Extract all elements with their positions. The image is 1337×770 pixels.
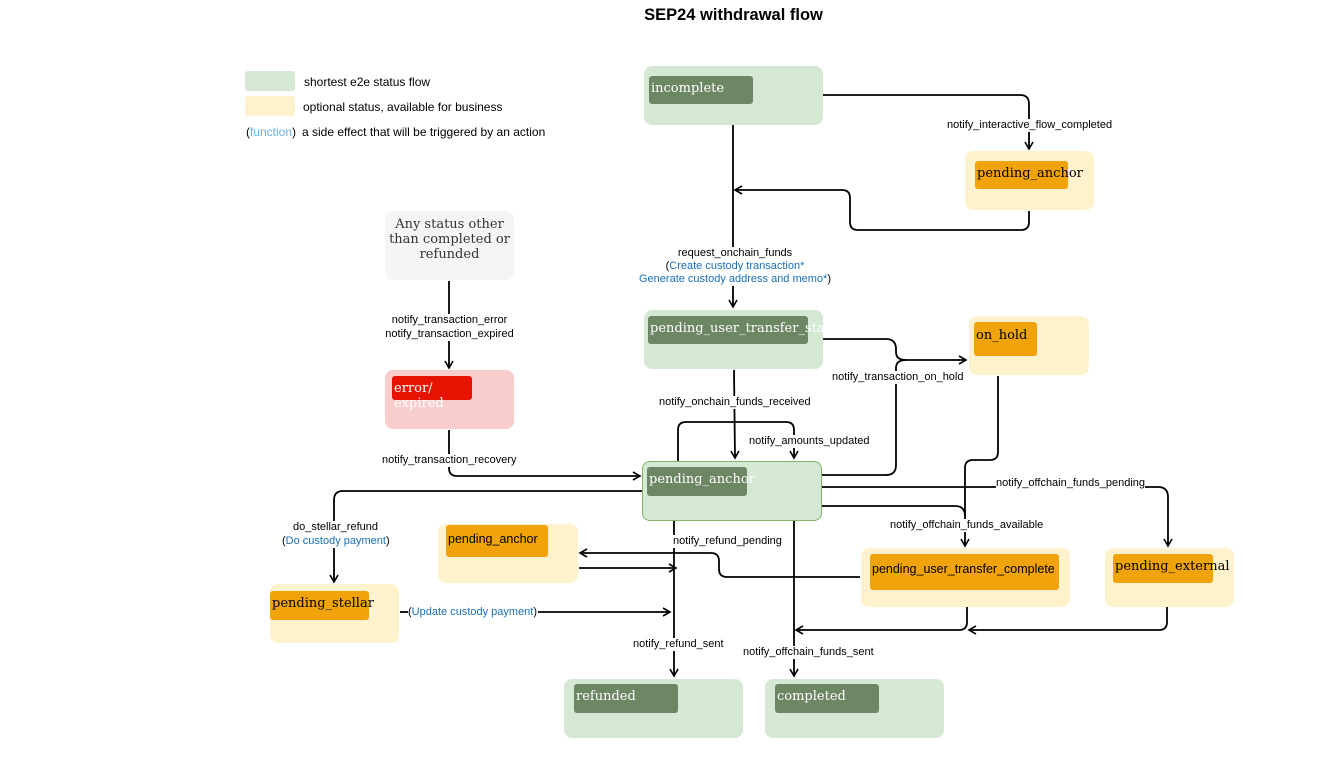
fn-do-custody-payment: Do custody payment bbox=[285, 535, 386, 547]
state-label-pending-external: pending_external bbox=[1113, 554, 1230, 583]
state-label-completed: completed bbox=[775, 684, 879, 713]
paren-open-2: ( bbox=[282, 535, 286, 547]
state-label-pending-anchor-main: pending_anchor bbox=[647, 467, 755, 496]
edge-on-hold-to-put-complete bbox=[964, 376, 999, 516]
legend-swatch-optional bbox=[245, 96, 295, 116]
state-incomplete: incomplete bbox=[644, 66, 823, 125]
label-do-stellar-refund-text: do_stellar_refund bbox=[292, 521, 378, 533]
label-create-custody-line: (Create custody transaction* bbox=[639, 260, 831, 273]
diagram-title: SEP24 withdrawal flow bbox=[644, 6, 823, 24]
edge-put-start-to-on-hold bbox=[823, 338, 968, 365]
state-pending-anchor-refund: pending_anchor bbox=[438, 524, 578, 583]
label-notify-transaction-recovery: notify_transaction_recovery bbox=[382, 454, 517, 467]
paren-close-2: ) bbox=[385, 535, 390, 547]
paren-open-1: ( bbox=[665, 260, 670, 272]
state-label-incomplete: incomplete bbox=[649, 76, 753, 104]
legend-fn-word: function bbox=[250, 125, 293, 139]
edge-amounts-updated-loop bbox=[677, 421, 799, 461]
legend-text-shortest: shortest e2e status flow bbox=[304, 75, 431, 89]
state-label-refunded: refunded bbox=[574, 684, 678, 713]
label-notify-refund-pending: notify_refund_pending bbox=[673, 535, 782, 548]
state-refunded: refunded bbox=[564, 679, 743, 738]
label-do-stellar-refund: do_stellar_refund (Do custody payment) bbox=[282, 521, 390, 548]
state-label-any-status: Any status other than completed or refun… bbox=[389, 217, 510, 262]
state-pending-external: pending_external bbox=[1105, 548, 1234, 607]
label-request-onchain-funds-text: request_onchain_funds bbox=[677, 247, 793, 259]
state-label-pending-stellar: pending_stellar bbox=[270, 591, 374, 620]
label-notify-transaction-error-expired: notify_transaction_error notify_transact… bbox=[385, 314, 514, 341]
fn-create-custody-transaction: Create custody transaction* bbox=[669, 260, 805, 272]
state-any-status: Any status other than completed or refun… bbox=[385, 211, 514, 280]
label-notify-transaction-expired: notify_transaction_expired bbox=[385, 328, 514, 340]
label-notify-interactive-flow-completed: notify_interactive_flow_completed bbox=[947, 119, 1113, 132]
edge-put-start-to-pending-anchor bbox=[730, 369, 740, 460]
legend-function: (function) bbox=[246, 125, 296, 139]
state-pending-user-transfer-complete: pending_user_transfer_complete bbox=[861, 548, 1070, 607]
state-label-pending-anchor-refund: pending_anchor bbox=[446, 525, 548, 557]
legend-text-optional: optional status, available for business bbox=[303, 100, 503, 114]
label-notify-offchain-funds-pending: notify_offchain_funds_pending bbox=[996, 477, 1146, 490]
edge-pending-anchor-back bbox=[733, 185, 1030, 231]
state-label-pending-user-transfer-start: pending_user_transfer_start bbox=[648, 316, 836, 344]
label-do-custody-payment-line: (Do custody payment) bbox=[282, 535, 390, 548]
state-label-error-expired: error/ expired bbox=[392, 376, 472, 411]
edge-put-complete-to-completed bbox=[794, 607, 968, 635]
state-pending-anchor-main: pending_anchor bbox=[642, 461, 822, 521]
legend-swatch-shortest bbox=[245, 71, 295, 91]
state-label-on-hold: on_hold bbox=[974, 322, 1037, 356]
edge-pending-anchor-to-on-hold bbox=[822, 359, 907, 476]
legend-fn-desc: a side effect that will be triggered by … bbox=[302, 125, 546, 139]
state-pending-user-transfer-start: pending_user_transfer_start bbox=[644, 310, 836, 369]
state-pending-anchor-top: pending_anchor bbox=[965, 151, 1094, 210]
label-notify-amounts-updated: notify_amounts_updated bbox=[749, 435, 870, 448]
state-label-pending-user-transfer-complete: pending_user_transfer_complete bbox=[870, 554, 1059, 590]
state-on-hold: on_hold bbox=[969, 316, 1089, 375]
state-error-expired: error/ expired bbox=[385, 370, 514, 429]
paren-open-3: ( bbox=[408, 606, 412, 618]
fn-generate-custody-address: Generate custody address and memo* bbox=[639, 273, 828, 285]
legend-fn-close: ) bbox=[292, 125, 297, 139]
fn-update-custody-payment: Update custody payment bbox=[411, 606, 534, 618]
legend-fn-open: ( bbox=[246, 125, 250, 139]
edge-incomplete-to-pending-anchor bbox=[823, 94, 1034, 151]
edge-put-complete-to-pending-anchor-refund bbox=[578, 548, 860, 578]
state-label-pending-anchor-top: pending_anchor bbox=[975, 161, 1083, 189]
label-notify-transaction-on-hold: notify_transaction_on_hold bbox=[832, 371, 964, 384]
state-pending-stellar: pending_stellar bbox=[270, 584, 399, 643]
state-completed: completed bbox=[765, 679, 944, 738]
label-notify-refund-sent: notify_refund_sent bbox=[633, 638, 724, 651]
edge-pending-anchor-to-pending-stellar bbox=[329, 490, 642, 584]
label-generate-custody-line: Generate custody address and memo*) bbox=[639, 273, 831, 286]
paren-close-3: ) bbox=[533, 606, 538, 618]
label-request-onchain-funds: request_onchain_funds (Create custody tr… bbox=[639, 247, 831, 286]
label-notify-offchain-funds-sent: notify_offchain_funds_sent bbox=[743, 646, 874, 659]
label-notify-transaction-error: notify_transaction_error bbox=[391, 314, 508, 326]
edge-pending-anchor-to-pending-external bbox=[822, 486, 1173, 548]
paren-close-1: ) bbox=[827, 273, 831, 285]
label-notify-onchain-funds-received: notify_onchain_funds_received bbox=[659, 396, 811, 409]
label-update-custody-payment: (Update custody payment) bbox=[408, 606, 538, 619]
label-notify-offchain-funds-available: notify_offchain_funds_available bbox=[890, 519, 1044, 532]
edge-error-to-pending-anchor bbox=[448, 430, 642, 481]
edge-pending-external-to-completed bbox=[967, 607, 1168, 635]
